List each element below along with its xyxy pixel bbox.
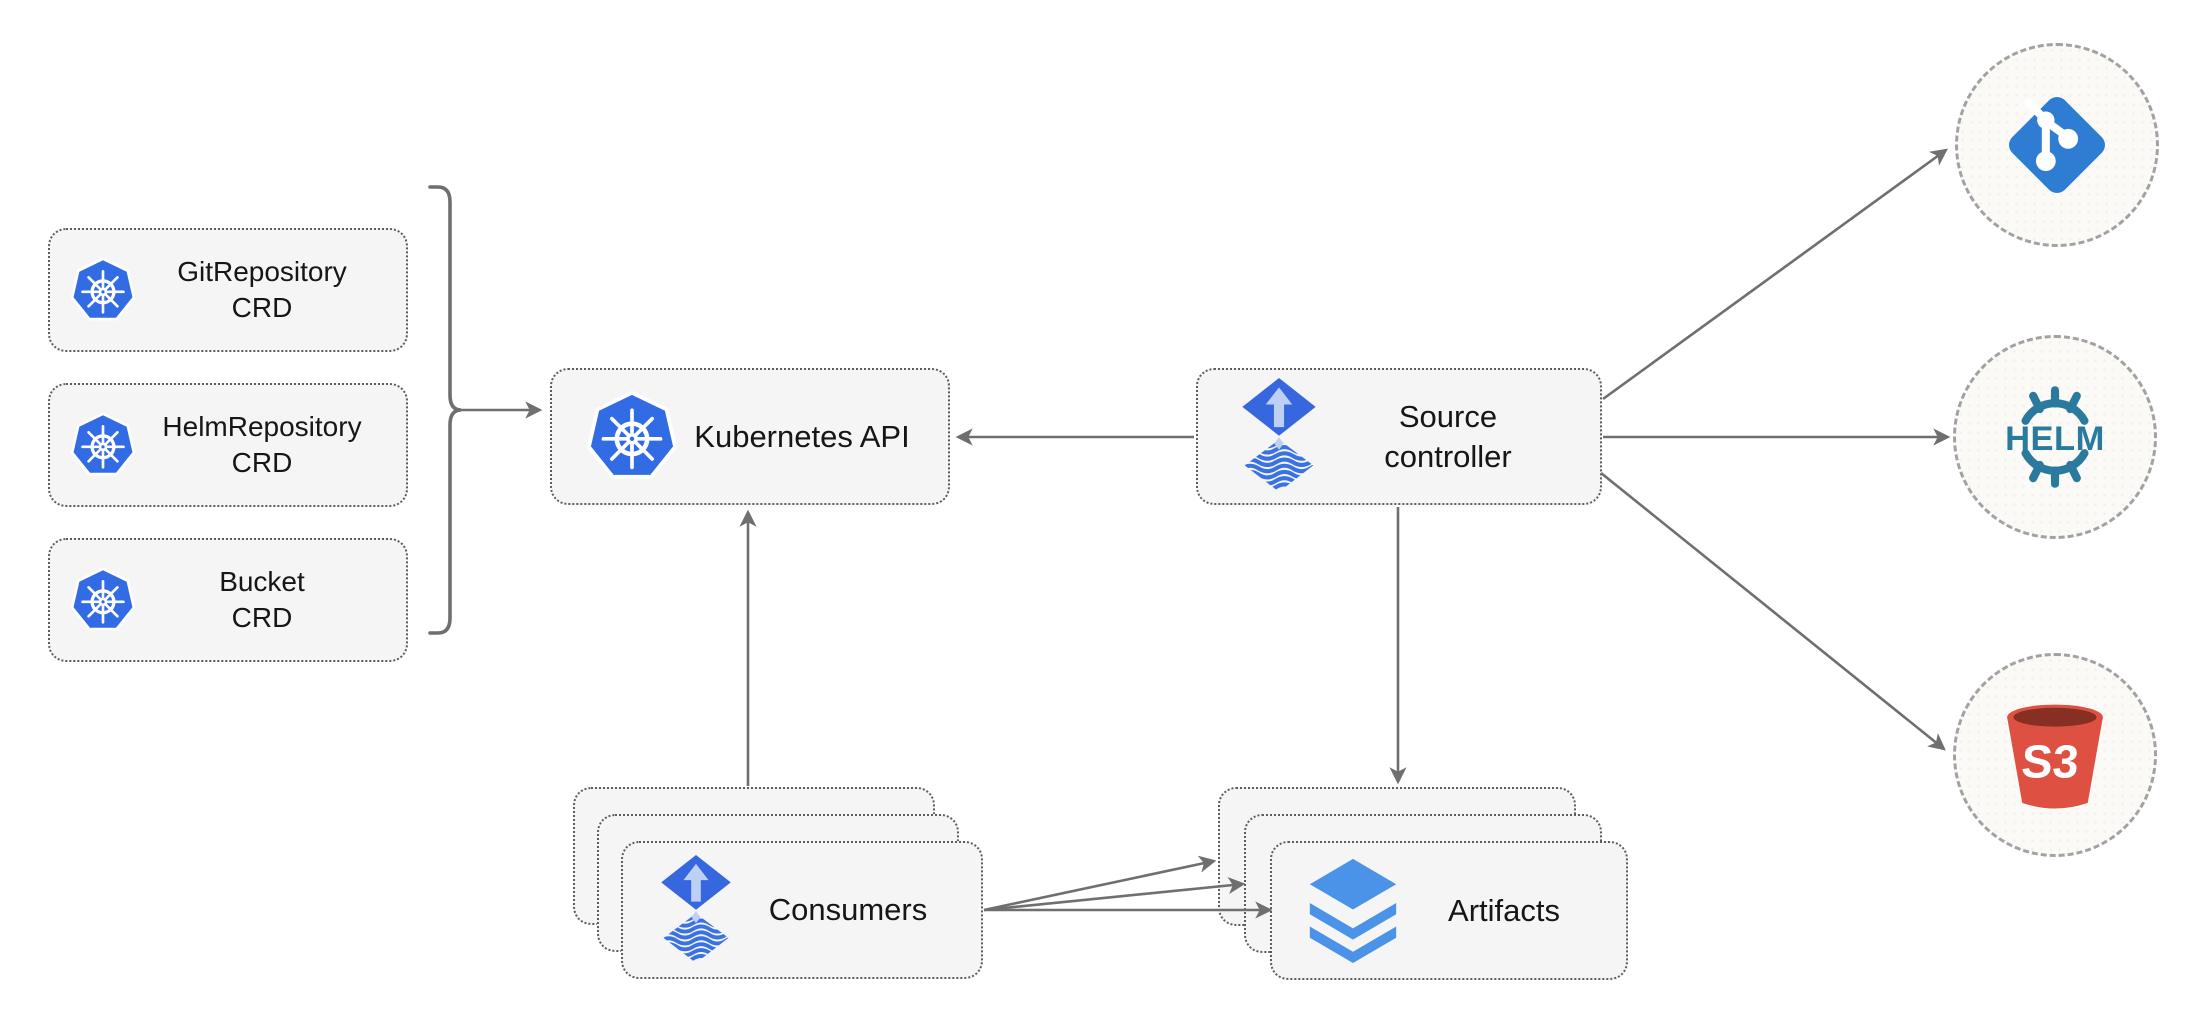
edge-consumers-to-artifacts-back: [983, 855, 1217, 912]
external-helm-source: HELM: [1953, 335, 2157, 539]
flux-icon: [1240, 378, 1318, 495]
node-artifacts: Artifacts: [1270, 841, 1628, 980]
node-label: Kubernetes API: [694, 418, 910, 454]
git-icon: [1995, 83, 2119, 207]
s3-icon: S3: [1992, 692, 2118, 818]
layers-icon: [1306, 857, 1400, 964]
node-consumers: Consumers: [621, 841, 983, 979]
edge-consumers-to-artifacts-middle: [983, 876, 1246, 912]
flux-icon: [659, 855, 733, 966]
node-kubernetes-api: Kubernetes API: [550, 368, 950, 505]
node-label: Bucket CRD: [219, 566, 305, 633]
helm-icon: HELM: [2005, 376, 2105, 498]
edge-source-controller-to-git: [1602, 148, 1948, 401]
kubernetes-icon: [586, 389, 678, 485]
s3-wordmark: S3: [2020, 736, 2081, 788]
node-label: HelmRepository CRD: [162, 411, 362, 478]
edge-source-controller-to-s3: [1600, 471, 1946, 751]
kubernetes-icon: [70, 566, 136, 635]
node-label: Consumers: [768, 892, 928, 928]
external-git-source: [1955, 43, 2159, 247]
node-bucket-crd: Bucket CRD: [48, 538, 408, 662]
crd-group-bracket: [428, 185, 462, 635]
node-gitrepository-crd: GitRepository CRD: [48, 228, 408, 352]
node-source-controller: Source controller: [1196, 368, 1602, 505]
kubernetes-icon: [70, 411, 136, 480]
node-label: Artifacts: [1448, 892, 1560, 928]
node-label: Source controller: [1384, 398, 1512, 474]
node-label: GitRepository CRD: [177, 256, 347, 323]
external-s3-source: S3: [1953, 653, 2157, 857]
node-helmrepository-crd: HelmRepository CRD: [48, 383, 408, 507]
kubernetes-icon: [70, 256, 136, 325]
helm-wordmark: HELM: [2005, 420, 2105, 458]
